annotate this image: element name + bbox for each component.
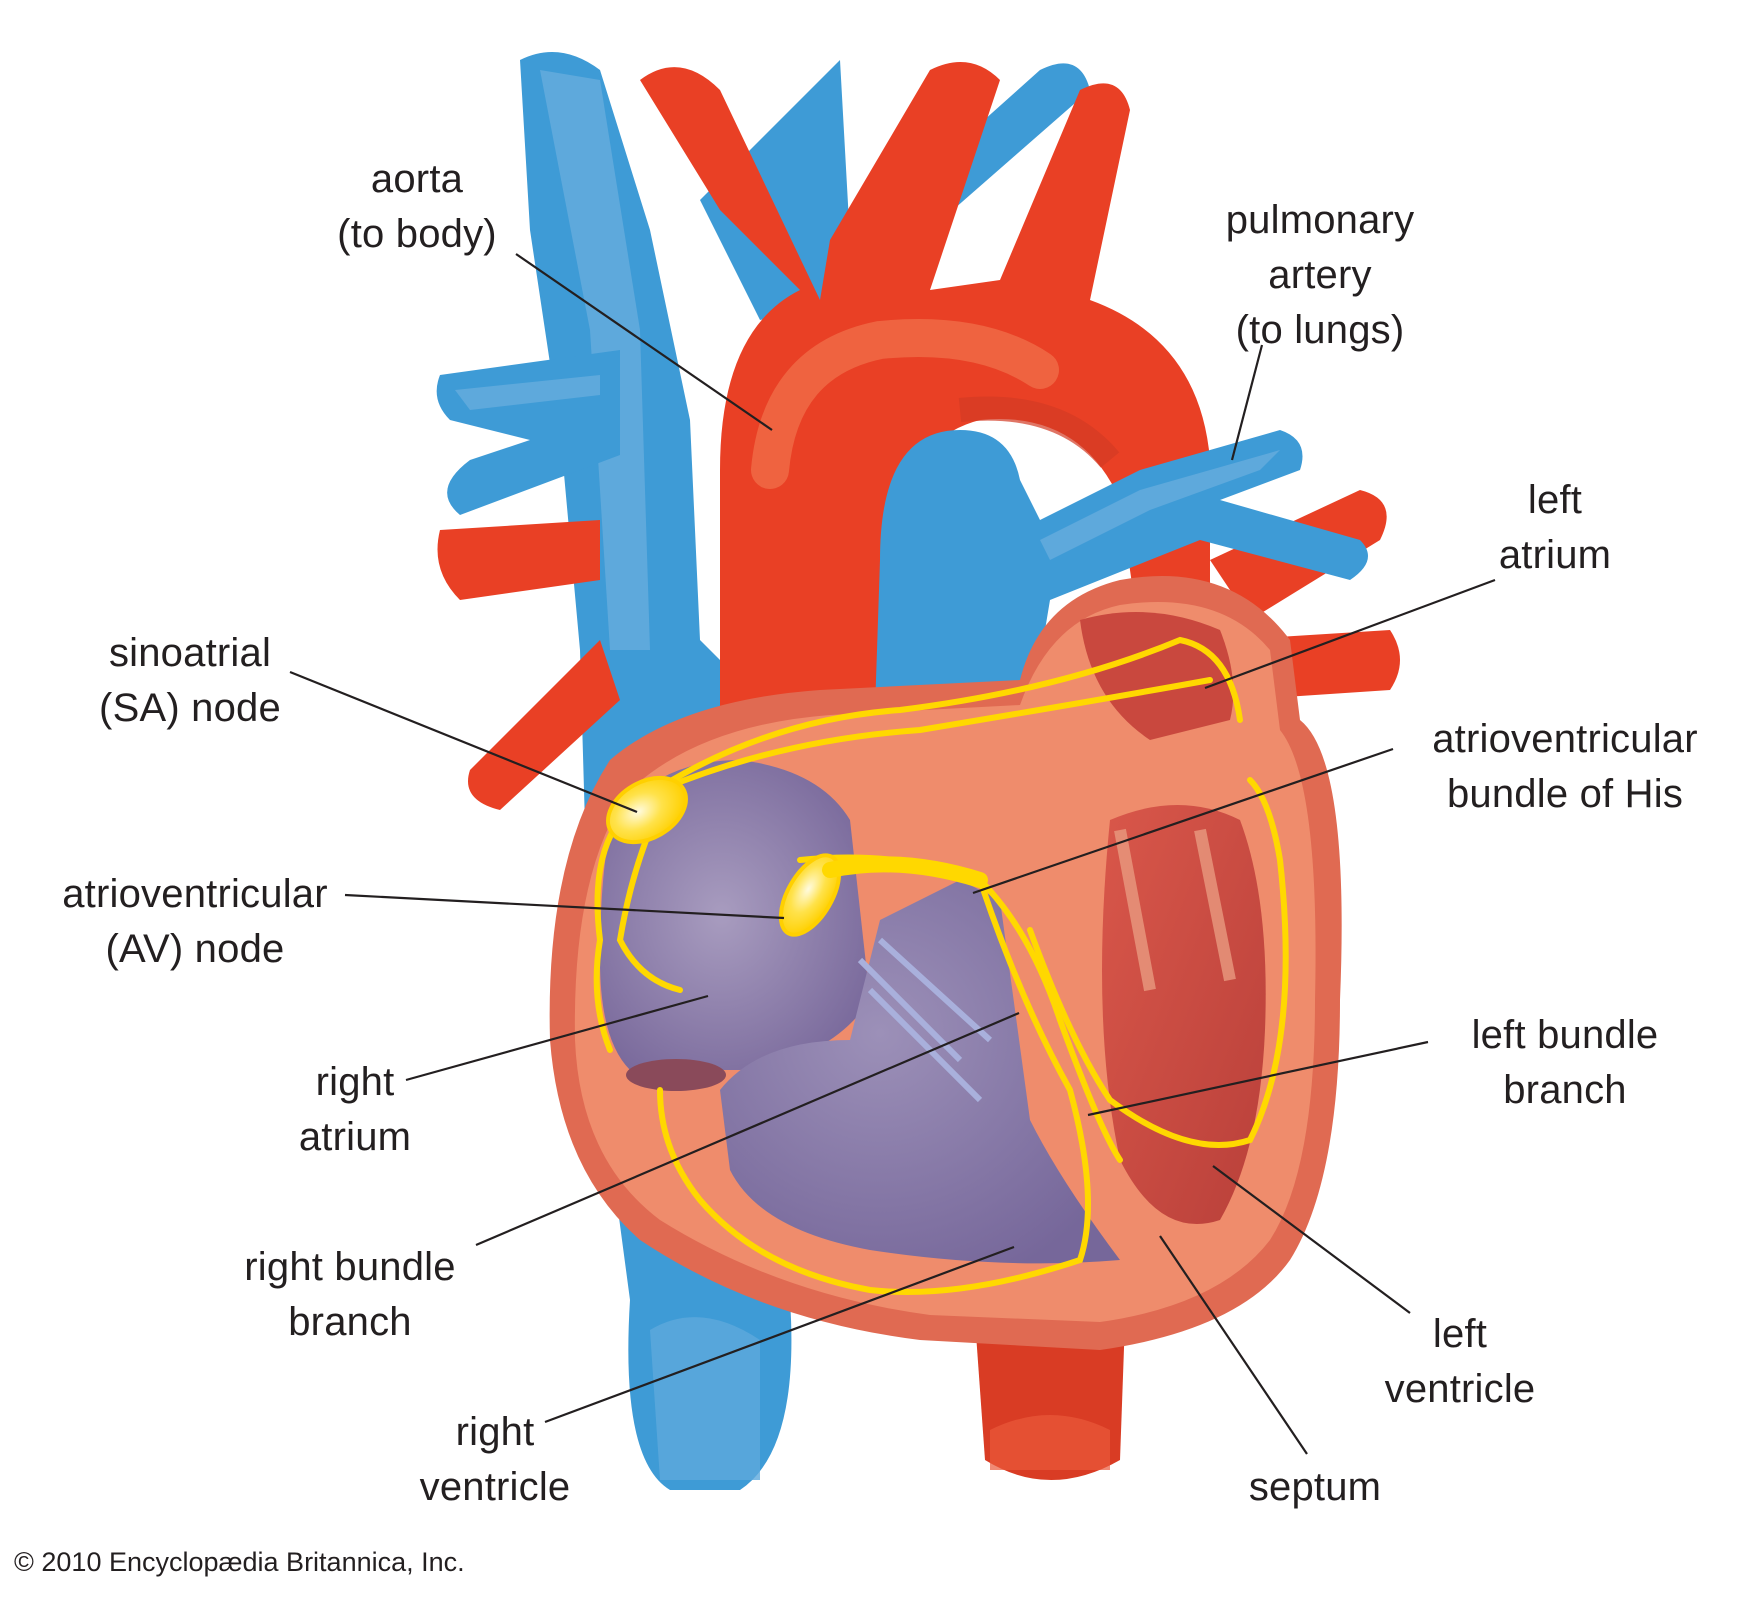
leader-line-right-ventricle xyxy=(544,1245,1015,1424)
label-line: atrium xyxy=(298,1115,412,1159)
label-line: left xyxy=(1432,1312,1488,1356)
label-line: (to lungs) xyxy=(1235,308,1405,352)
leader-line-right-atrium xyxy=(405,994,709,1082)
leader-line-left-bundle-branch xyxy=(1087,1040,1429,1117)
right-ventricle xyxy=(720,880,1120,1264)
label-line: bundle of His xyxy=(1446,772,1684,816)
leader-line-pulmonary-artery xyxy=(1230,344,1264,461)
copyright-text: © 2010 Encyclopædia Britannica, Inc. xyxy=(14,1547,465,1577)
leader-line-septum xyxy=(1159,1235,1308,1455)
label-line: right xyxy=(455,1410,535,1454)
label-line: sinoatrial xyxy=(108,631,272,675)
label-line: right xyxy=(315,1060,395,1104)
label-line: atrioventricular xyxy=(62,872,328,916)
label-line: ventricle xyxy=(419,1465,571,1509)
label-septum: septum xyxy=(1225,1460,1405,1515)
label-line: (SA) node xyxy=(99,686,281,730)
label-sinoatrial-node: sinoatrial (SA) node xyxy=(70,626,310,736)
leader-line-av-node xyxy=(344,893,785,920)
label-line: pulmonary xyxy=(1225,198,1415,242)
label-left-ventricle: left ventricle xyxy=(1355,1307,1565,1417)
leader-line-left-ventricle xyxy=(1212,1165,1411,1314)
leader-line-aorta xyxy=(515,253,773,431)
label-line: branch xyxy=(1503,1068,1627,1112)
label-av-node: atrioventricular (AV) node xyxy=(30,867,360,977)
leader-line-bundle-of-his xyxy=(972,747,1394,895)
label-right-ventricle: right ventricle xyxy=(390,1405,600,1515)
label-line: left bundle xyxy=(1471,1013,1659,1057)
label-line: right bundle xyxy=(244,1245,456,1289)
leader-line-sinoatrial-node xyxy=(289,670,638,814)
leader-line-right-bundle-branch xyxy=(475,1011,1020,1247)
systemic-arteries xyxy=(437,490,1400,1480)
label-line: branch xyxy=(288,1300,412,1344)
label-line: septum xyxy=(1248,1465,1382,1509)
label-bundle-of-his: atrioventricular bundle of His xyxy=(1400,712,1730,822)
aorta xyxy=(640,62,1210,800)
label-left-bundle-branch: left bundle branch xyxy=(1435,1008,1695,1118)
label-line: left xyxy=(1527,478,1583,522)
label-left-atrium: left atrium xyxy=(1460,473,1650,583)
label-right-atrium: right atrium xyxy=(270,1055,440,1165)
label-line: artery xyxy=(1268,253,1372,297)
label-line: ventricle xyxy=(1384,1367,1536,1411)
label-aorta: aorta (to body) xyxy=(292,152,542,262)
leader-lines xyxy=(289,253,1496,1455)
label-line: (to body) xyxy=(337,212,497,256)
label-line: atrioventricular xyxy=(1432,717,1698,761)
label-line: (AV) node xyxy=(105,927,285,971)
leader-line-left-atrium xyxy=(1204,578,1496,690)
label-pulmonary-artery: pulmonary artery (to lungs) xyxy=(1195,193,1445,358)
av-node xyxy=(778,853,988,937)
label-line: aorta xyxy=(370,157,464,201)
label-right-bundle-branch: right bundle branch xyxy=(220,1240,480,1350)
sa-node xyxy=(606,775,688,845)
label-line: atrium xyxy=(1498,533,1612,577)
